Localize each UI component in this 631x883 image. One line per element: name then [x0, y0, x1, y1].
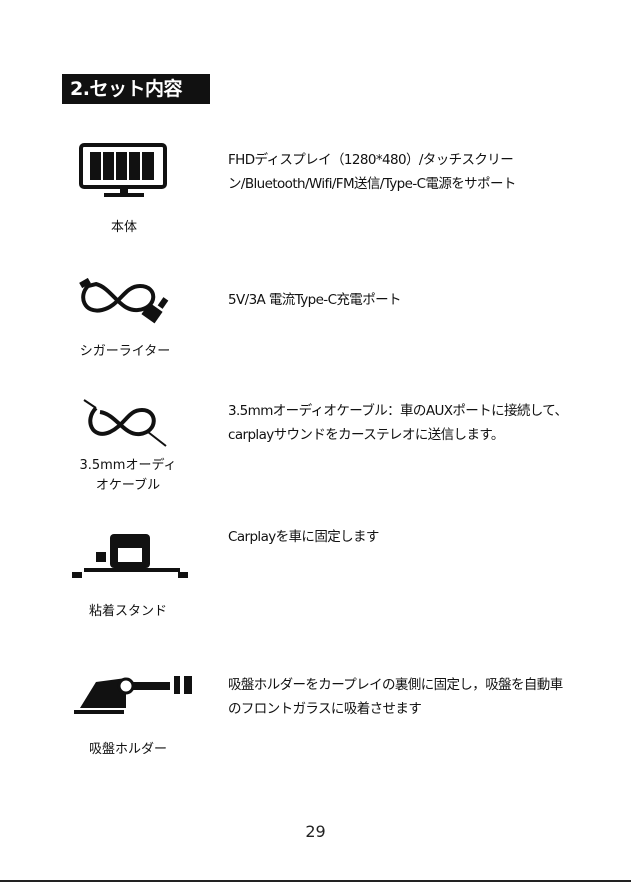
item-desc-cigarette-lighter: 5V/3A 電流Type-C充電ポート	[228, 288, 568, 312]
item-label-cigarette-lighter: シガーライター	[70, 342, 180, 362]
item-desc-audio-cable: 3.5mmオーディオケーブル：車のAUXポートに接続して、carplayサウンド…	[228, 399, 568, 447]
page-number: 29	[0, 822, 631, 841]
item-label-audio-cable: 3.5mmオーディオケーブル	[78, 456, 178, 496]
item-desc-main-unit: FHDディスプレイ（1280*480）/タッチスクリーン/Bluetooth/W…	[228, 148, 568, 196]
cable-icon	[76, 278, 176, 326]
stand-icon	[70, 530, 190, 580]
item-label-suction-holder: 吸盤ホルダー	[76, 740, 180, 760]
audio-cable-icon	[80, 396, 172, 450]
bottom-divider	[0, 880, 631, 882]
item-label-main-unit: 本体	[84, 218, 164, 238]
section-title: 2.セット内容	[62, 74, 210, 104]
item-desc-suction-holder: 吸盤ホルダーをカープレイの裏側に固定し，吸盤を自動車のフロントガラスに吸着させま…	[228, 673, 568, 721]
item-label-adhesive-stand: 粘着スタンド	[80, 602, 176, 622]
item-desc-adhesive-stand: Carplayを車に固定します	[228, 525, 568, 549]
monitor-icon	[78, 142, 170, 200]
suction-holder-icon	[70, 672, 198, 720]
